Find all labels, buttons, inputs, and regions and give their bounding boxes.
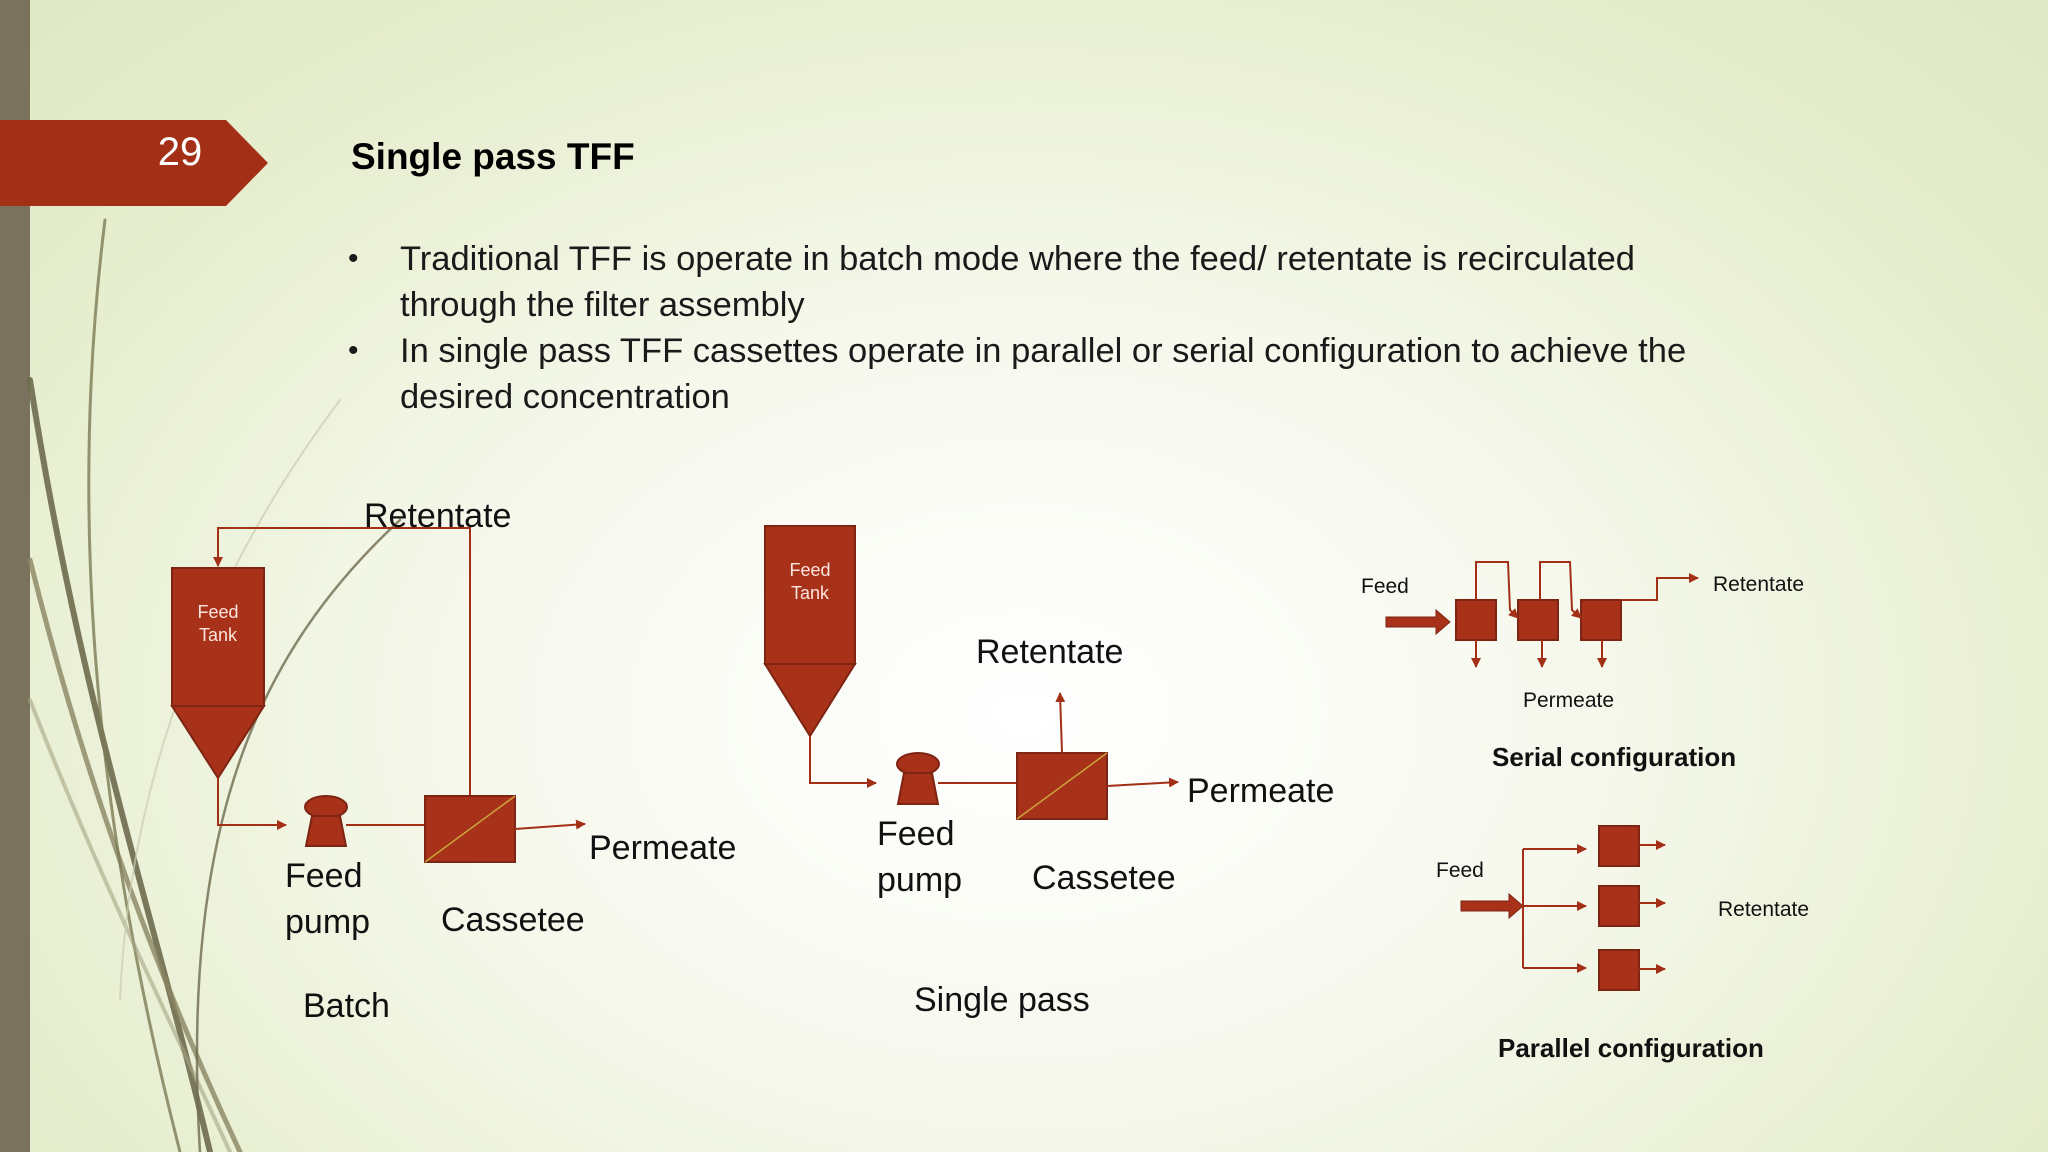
parallel-retentate-label: Retentate [1718,898,1810,921]
single-pass-retentate-line [1055,692,1066,754]
serial-retentate-label: Retentate [1713,573,1805,596]
single-pass-cassette-label: Cassetee [1032,859,1176,897]
single-pass-feed-tank [763,525,857,738]
slide-number: 29 [157,130,203,174]
single-pass-pump-label-2: pump [877,861,963,899]
single-pass-permeate-label: Permeate [1187,772,1335,810]
batch-retentate-line [213,527,471,796]
batch-cassette-label: Cassetee [441,901,585,939]
bullet-list: Traditional TFF is operate in batch mode… [344,236,1744,420]
batch-feed-tank [170,567,266,780]
single-pass-retentate-label: Retentate [976,633,1124,671]
parallel-cassette-2 [1598,885,1640,927]
parallel-cassette-3 [1598,949,1640,991]
single-pass-cassette [1016,752,1108,820]
bullet-item: In single pass TFF cassettes operate in … [344,328,1744,420]
batch-feed-line [217,778,287,830]
serial-permeate-label: Permeate [1523,689,1615,712]
parallel-feed-label: Feed [1436,859,1484,882]
single-pass-feed-line [809,736,877,788]
serial-caption: Serial configuration [1492,742,1737,772]
batch-permeate-label: Permeate [589,829,737,867]
batch-pump-label-2: pump [285,903,371,941]
single-pass-pump-label-1: Feed [877,815,955,853]
batch-retentate-label: Retentate [364,497,512,535]
single-pass-caption: Single pass [914,981,1090,1019]
slide-number-tab [0,120,270,206]
batch-diagram [170,527,586,863]
parallel-caption: Parallel configuration [1498,1033,1764,1063]
serial-cassette-3 [1580,599,1622,641]
batch-feed-pump [304,795,348,847]
serial-diagram [1385,561,1699,668]
bullet-item: Traditional TFF is operate in batch mode… [344,236,1744,328]
batch-permeate-line [514,819,586,830]
single-pass-feed-pump [896,752,940,805]
serial-feed-label: Feed [1361,575,1409,598]
batch-cassette [424,795,516,863]
parallel-diagram [1460,825,1666,991]
single-pass-permeate-line [1106,777,1179,788]
serial-cassette-1 [1455,599,1497,641]
batch-pump-label-1: Feed [285,857,363,895]
batch-caption: Batch [303,987,390,1025]
serial-cassette-2 [1517,599,1559,641]
slide-title: Single pass TFF [351,136,635,177]
parallel-cassette-1 [1598,825,1640,867]
single-pass-diagram [763,525,1179,820]
